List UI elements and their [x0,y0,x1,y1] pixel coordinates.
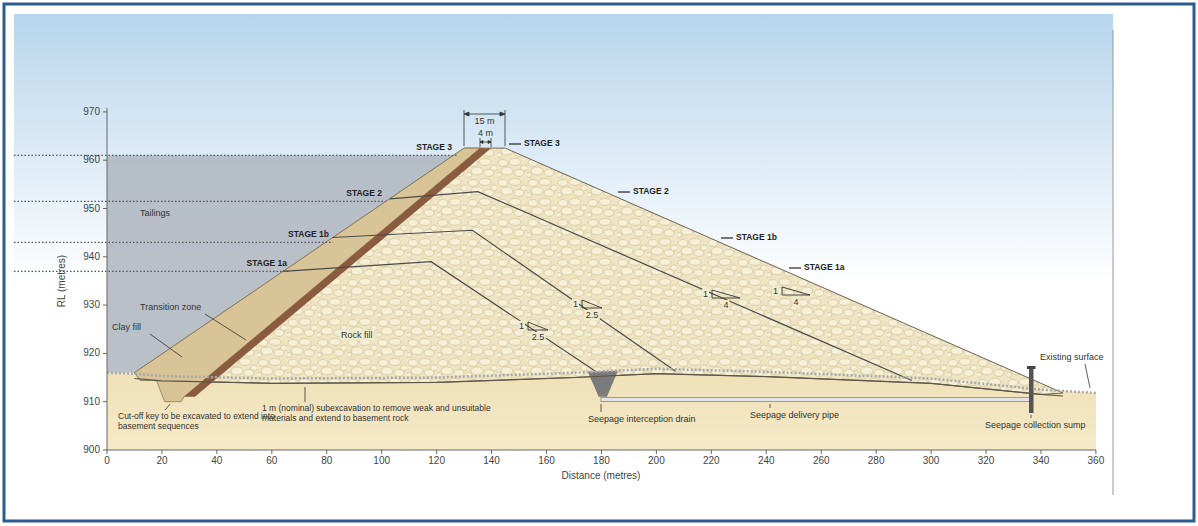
note: Cut-off key to be excavated to extend in… [118,412,278,432]
stage-line [332,230,675,371]
axis-value: 180 [593,455,610,467]
axis-title: RL (metres) [56,255,68,307]
axis-value: 80 [321,455,332,467]
slope-value: 2.5 [531,332,546,342]
axis-value: 360 [1088,455,1105,467]
note: Existing surface [1040,352,1104,362]
dam-body [107,148,1063,402]
clay-fill [134,148,480,402]
stage-line [283,262,602,376]
tailings-levels [14,155,457,271]
dimension: 4 m [478,128,493,138]
zone-label: Tailings [140,208,170,218]
axis-value: 60 [266,455,277,467]
note: Seepage interception drain [588,414,696,424]
axes [107,108,1096,450]
axis-value: 0 [104,455,110,467]
dimension: 15 m [474,116,494,126]
slope-value: 1 [772,286,779,296]
stage-label: STAGE 1b [736,233,777,243]
axis-value: 340 [1033,455,1050,467]
slope-value: 1 [518,321,525,331]
axis-value: 140 [483,455,500,467]
axis-value: 220 [703,455,720,467]
axis-value: 910 [83,396,100,408]
axis-value: 930 [83,299,100,311]
stage-label: STAGE 3 [524,139,560,149]
crest-dimension [464,110,505,147]
interception-drain [588,371,618,397]
zone-label: Clay fill [112,322,141,332]
stage-label: STAGE 2 [346,189,382,199]
slope-value: 4 [792,297,799,307]
axis-value: 900 [83,444,100,456]
axis-value: 100 [373,455,390,467]
axis-value: 40 [211,455,222,467]
axis-value: 260 [813,455,830,467]
axis-value: 920 [83,348,100,360]
axis-value: 160 [538,455,555,467]
stage-markers [509,144,801,268]
axis-value: 950 [83,203,100,215]
axis-title: Distance (metres) [562,470,641,482]
frame [4,4,1194,521]
axis-value: 240 [758,455,775,467]
axis-value: 940 [83,251,100,263]
transition-zone [184,148,491,397]
axis-value: 960 [83,154,100,166]
axis-value: 200 [648,455,665,467]
stage-label: STAGE 1a [247,259,287,269]
axis-ticks [103,112,1096,454]
axis-value: 280 [868,455,885,467]
delivery-pipe [601,398,1030,402]
axis-value: 320 [978,455,995,467]
sump-cap [1027,366,1036,369]
slope-value: 1 [702,289,709,299]
side-rule [1113,30,1114,495]
collection-sump [1029,368,1034,413]
slope-value: 2.5 [585,310,600,320]
axis-value: 20 [156,455,167,467]
note: Seepage delivery pipe [750,410,839,420]
stage-line [390,192,912,381]
slope-value: 4 [722,300,729,310]
axis-value: 300 [923,455,940,467]
stage-label: STAGE 1b [288,230,329,240]
slope-triangles [528,287,810,330]
axis-value: 120 [428,455,445,467]
note: Seepage collection sump [985,420,1086,430]
axis-value: 970 [83,106,100,118]
leader-lines [150,314,1090,418]
note: 1 m (nominal) subexcavation to remove we… [262,404,527,424]
stage-label: STAGE 3 [416,143,452,153]
zone-label: Rock fill [340,330,374,340]
stage-label: STAGE 2 [633,187,669,197]
existing-surface [107,369,1096,393]
slope-value: 1 [572,299,579,309]
stage-label: STAGE 1a [804,263,844,273]
zone-label: Transition zone [140,302,201,312]
